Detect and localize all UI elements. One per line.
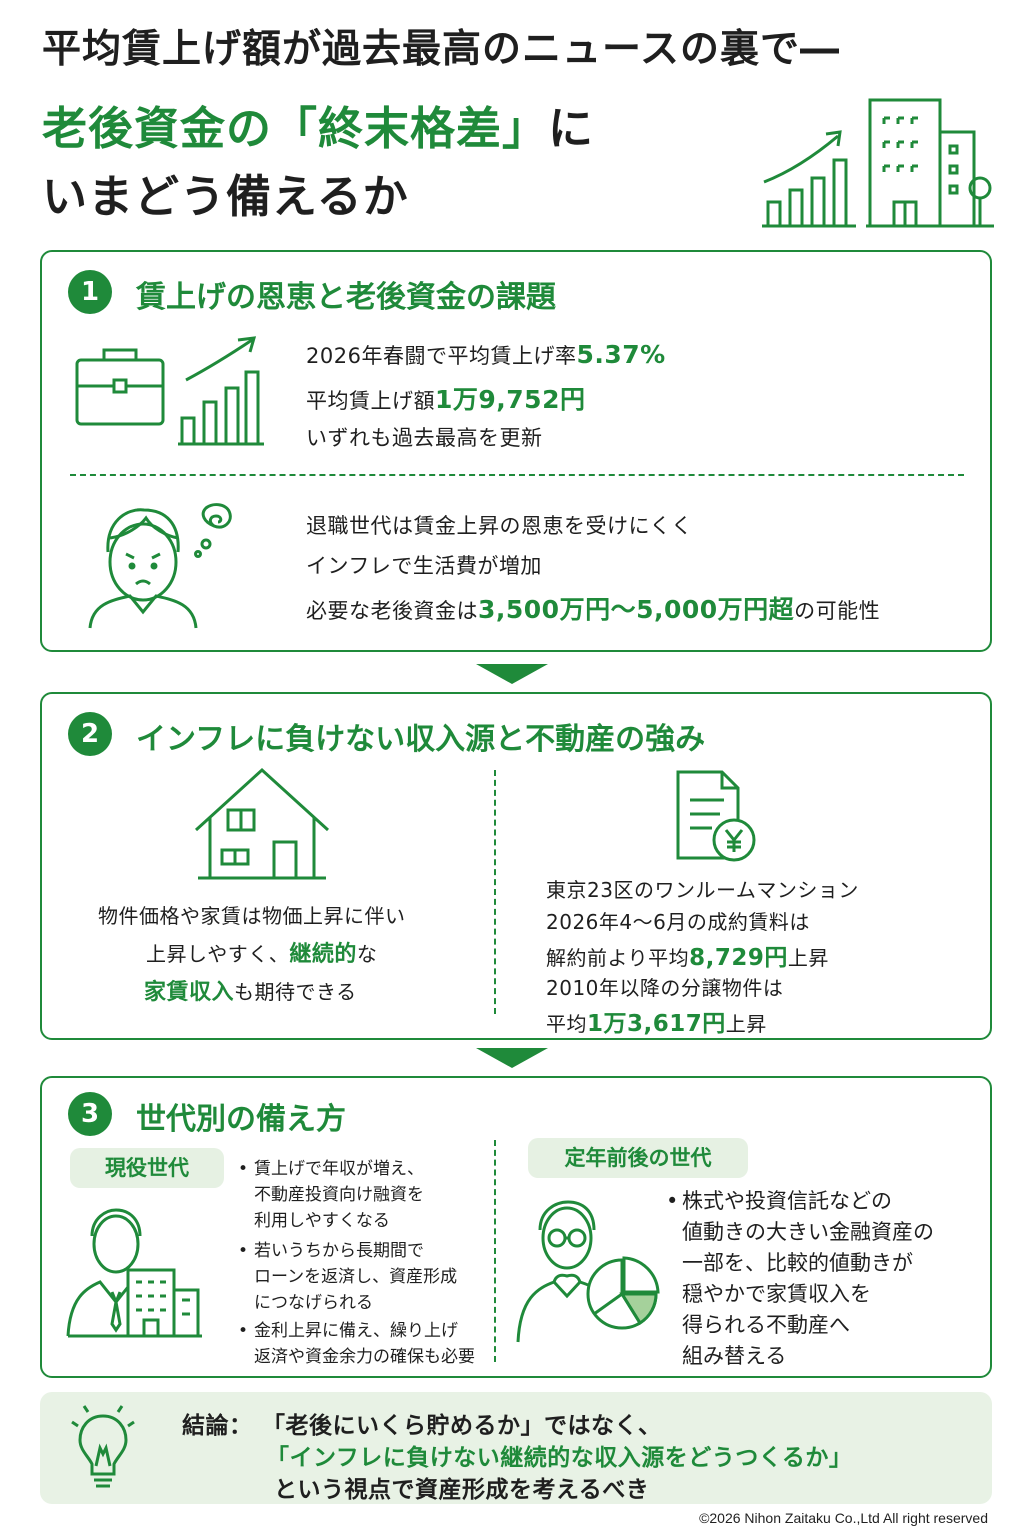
headline-particle: に bbox=[548, 102, 595, 155]
s1-issue-inflation: インフレで生活費が増加 bbox=[306, 554, 542, 578]
section3-number: 3 bbox=[68, 1092, 112, 1136]
right-bullet: •株式や投資信託などの 値動きの大きい金融資産の 一部を、比較的値動きが 穏やか… bbox=[666, 1189, 934, 1368]
s2-left-text3: 家賃収入も期待できる bbox=[144, 980, 357, 1005]
section1-number: 1 bbox=[68, 270, 112, 314]
briefcase-icon bbox=[75, 348, 165, 426]
headline-emphasis: 老後資金の「終末格差」 bbox=[42, 102, 549, 155]
s1-stat-record: いずれも過去最高を更新 bbox=[306, 426, 543, 450]
pie-chart-icon bbox=[586, 1256, 660, 1330]
s2-left-text1: 物件価格や家賃は物価上昇に伴い bbox=[98, 904, 406, 928]
conclusion-label: 結論： bbox=[182, 1413, 253, 1439]
section3-title: 世代別の備え方 bbox=[136, 1102, 346, 1137]
left-bullet-1: •賃上げで年収が増え、 不動産投資向け融資を 利用しやすくなる bbox=[238, 1159, 424, 1231]
tag-working-generation: 現役世代 bbox=[70, 1148, 224, 1188]
rental-income-emphasis: 家賃収入 bbox=[144, 980, 235, 1005]
office-building-icon bbox=[866, 98, 994, 228]
raise-rate-value: 5.37% bbox=[576, 340, 666, 369]
section2-number: 2 bbox=[68, 712, 112, 756]
conclusion-line2: 「インフレに負けない継続的な収入源をどうつくるか」 bbox=[266, 1445, 853, 1471]
tag-retirement-generation: 定年前後の世代 bbox=[528, 1138, 748, 1178]
section2-divider bbox=[494, 770, 496, 1014]
raise-amount-value: 1万9,752円 bbox=[435, 385, 586, 414]
left-bullet-3: •金利上昇に備え、繰り上げ 返済や資金余力の確保も必要 bbox=[238, 1321, 475, 1367]
s2-left-text2: 上昇しやすく、継続的な bbox=[146, 942, 378, 967]
s1-stat-raise-amount: 平均賃上げ額1万9,752円 bbox=[306, 385, 586, 414]
conclusion-line1: 「老後にいくら貯めるか」ではなく、 bbox=[262, 1413, 662, 1439]
s2-right-text3: 解約前より平均8,729円上昇 bbox=[546, 945, 829, 971]
section1-panel bbox=[40, 250, 992, 652]
section2-title: インフレに負けない収入源と不動産の強み bbox=[136, 722, 706, 757]
section3-divider bbox=[494, 1140, 496, 1362]
condo-increase-value: 1万3,617円 bbox=[587, 1011, 726, 1037]
conclusion-box bbox=[40, 1392, 992, 1504]
headline-line1: 平均賃上げ額が過去最高のニュースの裏で― bbox=[42, 27, 841, 72]
section1-title: 賃上げの恩恵と老後資金の課題 bbox=[136, 280, 556, 315]
businessman-icon bbox=[66, 1208, 202, 1338]
document-yen-icon bbox=[676, 770, 756, 862]
left-bullet-2: •若いうちから長期間で ローンを返済し、資産形成 につなげられる bbox=[238, 1241, 458, 1313]
s1-issue-retired: 退職世代は賃金上昇の恩恵を受けにくく bbox=[306, 514, 693, 538]
s1-issue-required-funds: 必要な老後資金は3,500万円～5,000万円超の可能性 bbox=[306, 595, 881, 624]
bar-chart-icon bbox=[178, 336, 264, 446]
continuous-emphasis: 継続的 bbox=[289, 942, 357, 967]
s2-right-text5: 平均1万3,617円上昇 bbox=[546, 1011, 767, 1037]
flow-arrow-2 bbox=[476, 1048, 548, 1068]
s2-right-text1: 東京23区のワンルームマンション bbox=[546, 878, 859, 902]
conclusion-line3: という視点で資産形成を考えるべき bbox=[274, 1477, 650, 1503]
copyright: ©2026 Nihon Zaitaku Co.,Ltd All right re… bbox=[699, 1510, 988, 1526]
headline-line3: いまどう備えるか bbox=[42, 170, 409, 223]
s2-right-text2: 2026年4～6月の成約賃料は bbox=[546, 910, 810, 934]
headline-line2: 老後資金の「終末格差」に bbox=[42, 92, 594, 157]
rent-increase-value: 8,729円 bbox=[689, 945, 788, 971]
house-icon bbox=[194, 767, 330, 880]
flow-arrow-1 bbox=[476, 664, 548, 684]
growth-chart-icon bbox=[762, 130, 856, 228]
lightbulb-icon bbox=[71, 1405, 135, 1488]
section2-panel bbox=[40, 692, 992, 1040]
required-funds-value: 3,500万円～5,000万円超 bbox=[478, 595, 795, 624]
s2-right-text4: 2010年以降の分譲物件は bbox=[546, 976, 784, 1000]
section1-divider bbox=[70, 474, 964, 476]
worried-person-icon bbox=[88, 503, 232, 629]
s1-stat-raise-rate: 2026年春闘で平均賃上げ率5.37% bbox=[306, 340, 666, 369]
